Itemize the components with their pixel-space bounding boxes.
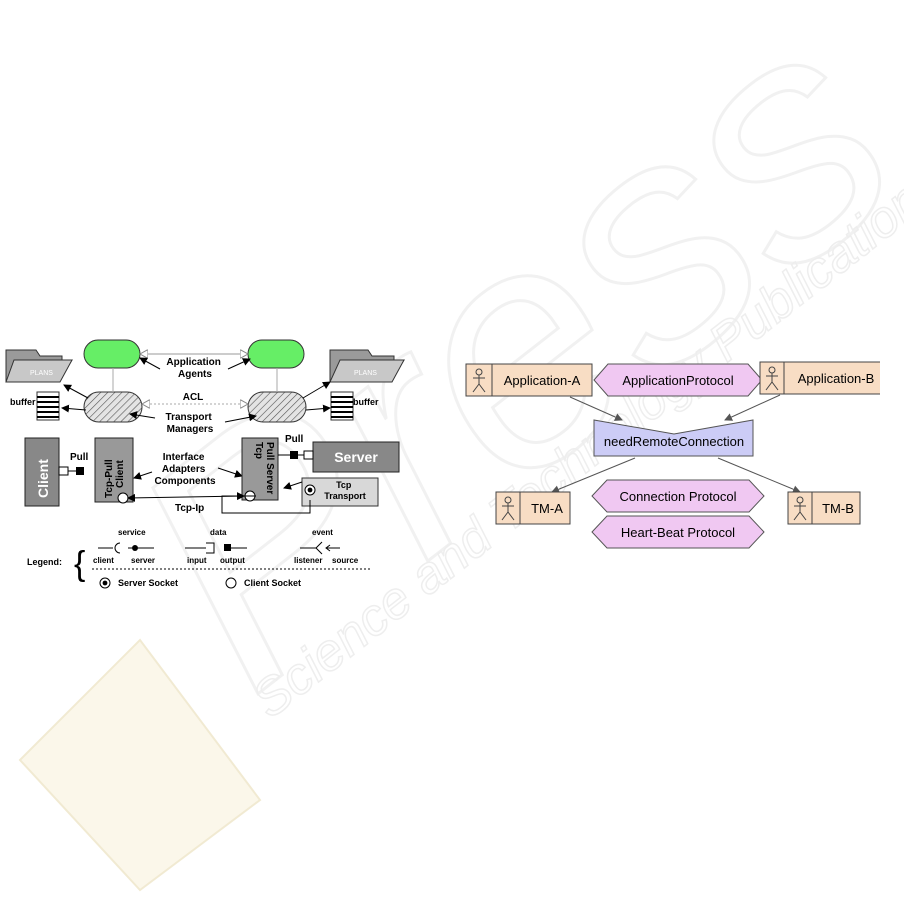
tm-a-label: TM-A <box>531 501 563 516</box>
application-agent-left <box>83 339 141 369</box>
svg-text:Server: Server <box>334 449 378 465</box>
connector-a-to-need <box>569 396 623 421</box>
application-protocol: ApplicationProtocol <box>593 363 763 397</box>
svg-text:Server Socket: Server Socket <box>118 578 178 588</box>
tm-a-actor: TM-A <box>495 491 571 525</box>
svg-text:buffer: buffer <box>10 397 36 407</box>
legend: Legend: { service client server data inp… <box>27 528 372 589</box>
svg-text:server: server <box>131 556 155 565</box>
tm-b-label: TM-B <box>822 501 854 516</box>
svg-text:Client Socket: Client Socket <box>244 578 301 588</box>
heartbeat-protocol: Heart-Beat Protocol <box>591 515 765 549</box>
application-a-label: Application-A <box>504 373 581 388</box>
svg-text:Client: Client <box>35 459 51 498</box>
connector-b-to-need <box>724 394 781 421</box>
svg-text:buffer: buffer <box>353 397 379 407</box>
buffer-right: buffer <box>330 391 379 421</box>
svg-text:client: client <box>93 556 114 565</box>
tcp-ip-label: Tcp-Ip <box>175 503 204 514</box>
tcp-pull-server-label: Tcp Pull Server <box>253 442 275 494</box>
watermark-logo-shape <box>18 638 262 892</box>
transport-manager-right <box>247 391 307 423</box>
tcp-pull-client-block <box>94 437 134 503</box>
svg-text:service: service <box>118 528 146 537</box>
svg-text:PLANS: PLANS <box>354 370 377 377</box>
svg-text:listener: listener <box>294 556 322 565</box>
svg-text:PLANS: PLANS <box>30 370 53 377</box>
acl-label: ACL <box>183 392 204 403</box>
connector-need-to-tm-a <box>551 457 636 494</box>
svg-text:Legend:: Legend: <box>27 557 62 567</box>
heartbeat-protocol-label: Heart-Beat Protocol <box>621 525 735 540</box>
transport-manager-left <box>83 391 143 423</box>
protocol-diagram: Application-A ApplicationProtocol Applic… <box>465 361 880 549</box>
svg-text:input: input <box>187 556 207 565</box>
tcp-transport-label: Tcp Transport <box>324 480 366 501</box>
connector-need-to-tm-b <box>717 457 801 494</box>
application-agents-label: Application Agents <box>166 357 223 380</box>
pull-right-label: Pull <box>285 434 304 445</box>
svg-text:{: { <box>74 545 85 583</box>
tcp-ip-connection <box>127 492 245 502</box>
application-b-actor: Application-B <box>759 361 880 395</box>
application-a-actor: Application-A <box>465 363 593 397</box>
svg-text:source: source <box>332 556 359 565</box>
application-b-label: Application-B <box>798 371 875 386</box>
application-agent-right <box>247 339 305 369</box>
architecture-diagram: PLANS PLANS buffer buffer Application Ag… <box>5 339 405 589</box>
svg-text:event: event <box>312 528 333 537</box>
svg-text:output: output <box>220 556 245 565</box>
tm-b-actor: TM-B <box>787 491 861 525</box>
need-remote-connection-label: needRemoteConnection <box>604 434 744 449</box>
pull-left-label: Pull <box>70 452 89 463</box>
connection-protocol-label: Connection Protocol <box>619 489 736 504</box>
buffer-left: buffer <box>10 391 60 421</box>
plans-folder-left: PLANS <box>5 349 73 383</box>
need-remote-connection: needRemoteConnection <box>593 419 754 457</box>
tcp-pull-client-label: Tcp-Pull Client <box>104 457 126 498</box>
tcp-pull-server-block <box>241 437 279 501</box>
plans-folder-right: PLANS <box>329 349 405 383</box>
transport-managers-label: Transport Managers <box>166 412 215 435</box>
svg-text:data: data <box>210 528 227 537</box>
application-protocol-label: ApplicationProtocol <box>622 373 733 388</box>
connection-protocol: Connection Protocol <box>591 479 765 513</box>
interface-adapters-label: Interface Adapters Components <box>154 452 216 487</box>
